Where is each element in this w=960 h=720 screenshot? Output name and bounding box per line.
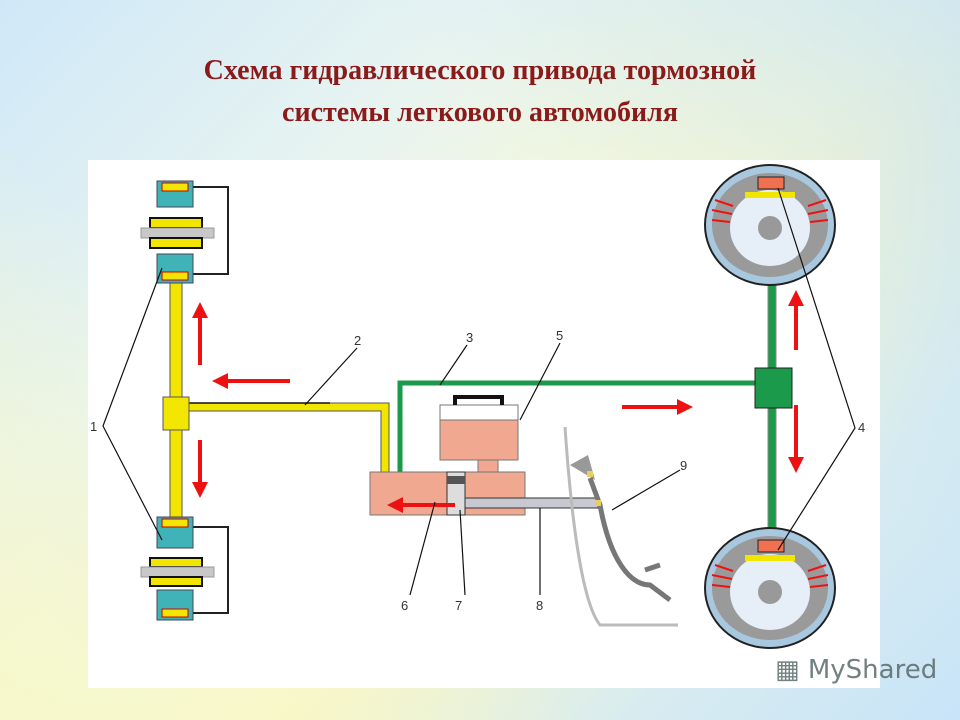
title-line-2: системы легкового автомобиля [282,97,678,128]
label-3: 3 [466,330,473,345]
watermark-text: MyShared [807,655,938,685]
brake-pedal [563,426,678,627]
rear-drum-bottom [704,527,836,649]
label-5: 5 [556,328,563,343]
part-labels: 1 2 3 4 5 6 7 8 9 [90,328,865,613]
slide-title: Схема гидравлического привода тормозной … [0,50,960,134]
reservoir [439,395,519,473]
pushrod [464,497,599,509]
label-7: 7 [455,598,462,613]
label-2: 2 [354,333,361,348]
front-brake-top [193,186,229,275]
watermark: ▦ MyShared [775,655,937,685]
watermark-icon: ▦ [775,655,808,685]
label-4: 4 [858,420,865,435]
title-line-1: Схема гидравлического привода тормозной [203,55,757,86]
front-caliper-top [140,180,215,284]
label-9: 9 [680,458,687,473]
label-1: 1 [90,419,97,434]
rear-drum-top [704,164,836,286]
label-8: 8 [536,598,543,613]
master-cylinder [369,471,526,516]
label-6: 6 [401,598,408,613]
front-brake-bottom [193,526,229,614]
front-caliper-bottom [140,516,215,621]
flow-arrows [192,290,804,513]
front-circuit-pipe [162,279,390,531]
leader-lines [102,187,856,596]
